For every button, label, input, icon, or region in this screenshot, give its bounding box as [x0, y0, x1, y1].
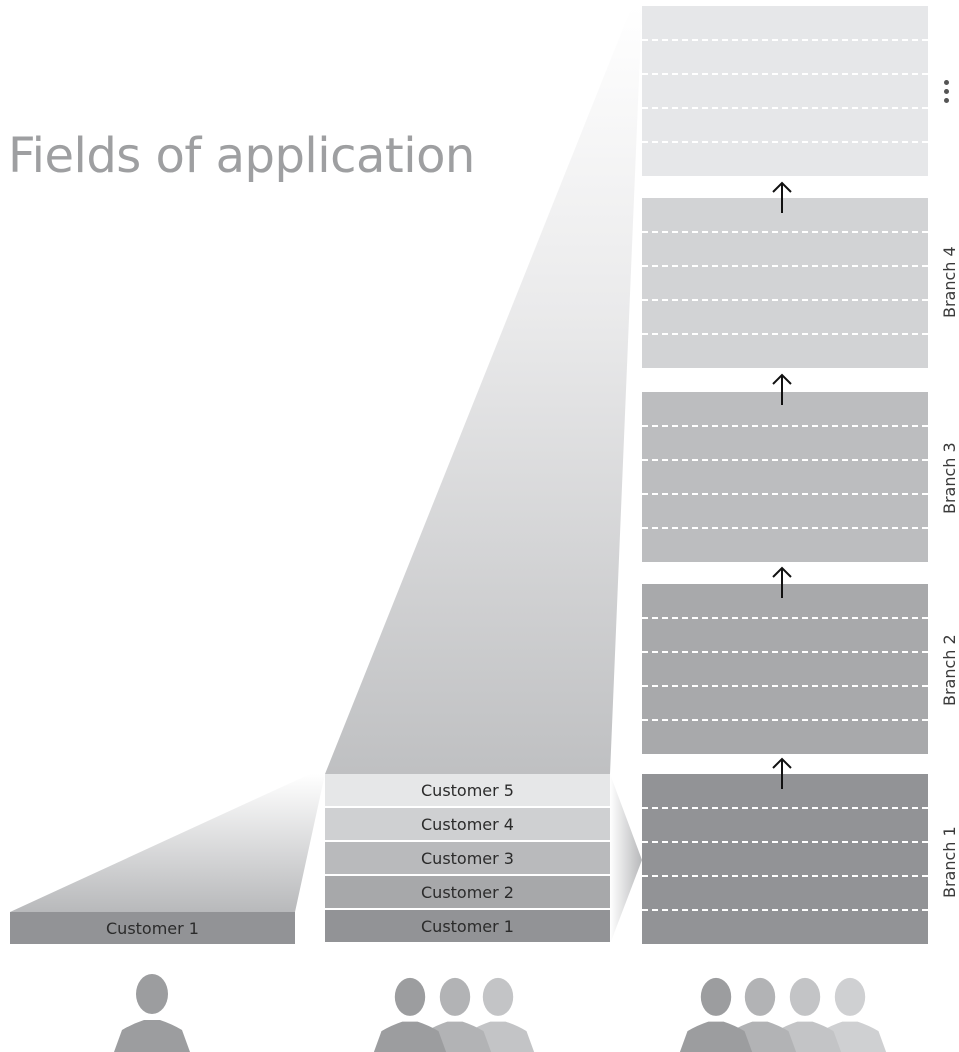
- customer-bar: Customer 2: [325, 876, 610, 908]
- up-arrow-icon: [772, 181, 792, 213]
- row-divider: [642, 807, 928, 809]
- row-divider: [642, 909, 928, 911]
- row-divider: [642, 875, 928, 877]
- bar-label: Customer 1: [106, 918, 199, 938]
- branch-label: Branch 1: [940, 826, 959, 898]
- funnel-side-arrow: [610, 774, 642, 944]
- up-arrow-icon: [772, 757, 792, 789]
- branch-label: Branch 4: [940, 246, 959, 318]
- row-divider: [642, 651, 928, 653]
- branch-block: [642, 584, 928, 754]
- funnel-single-to-multi: [10, 774, 325, 912]
- funnel-multi-to-branch: [325, 6, 642, 774]
- up-arrow-icon: [772, 373, 792, 405]
- row-divider: [642, 719, 928, 721]
- row-divider: [642, 231, 928, 233]
- bar-label: Customer 2: [421, 882, 514, 902]
- row-divider: [642, 527, 928, 529]
- bar-label: Customer 5: [421, 780, 514, 800]
- single-tenant-bar: Customer 1: [10, 912, 295, 944]
- ellipsis-icon: [943, 80, 951, 107]
- customer-bar: Customer 4: [325, 808, 610, 840]
- branch-label: Branch 2: [940, 634, 959, 706]
- up-arrow-icon: [772, 566, 792, 598]
- row-divider: [642, 617, 928, 619]
- customer-bar: Customer 5: [325, 774, 610, 806]
- row-divider: [642, 39, 928, 41]
- row-divider: [642, 333, 928, 335]
- page-title: Fields of application: [8, 128, 475, 184]
- bar-label: Customer 1: [421, 916, 514, 936]
- bar-label: Customer 4: [421, 814, 514, 834]
- row-divider: [642, 685, 928, 687]
- row-divider: [642, 107, 928, 109]
- customer-bar: Customer 3: [325, 842, 610, 874]
- branch-block: [642, 198, 928, 368]
- branch-block: [642, 6, 928, 176]
- row-divider: [642, 299, 928, 301]
- branch-block: [642, 392, 928, 562]
- row-divider: [642, 493, 928, 495]
- row-divider: [642, 73, 928, 75]
- branch-label: Branch 3: [940, 442, 959, 514]
- row-divider: [642, 141, 928, 143]
- row-divider: [642, 841, 928, 843]
- bar-label: Customer 3: [421, 848, 514, 868]
- row-divider: [642, 265, 928, 267]
- row-divider: [642, 459, 928, 461]
- customer-bar: Customer 1: [325, 910, 610, 942]
- branch-block: [642, 774, 928, 944]
- row-divider: [642, 425, 928, 427]
